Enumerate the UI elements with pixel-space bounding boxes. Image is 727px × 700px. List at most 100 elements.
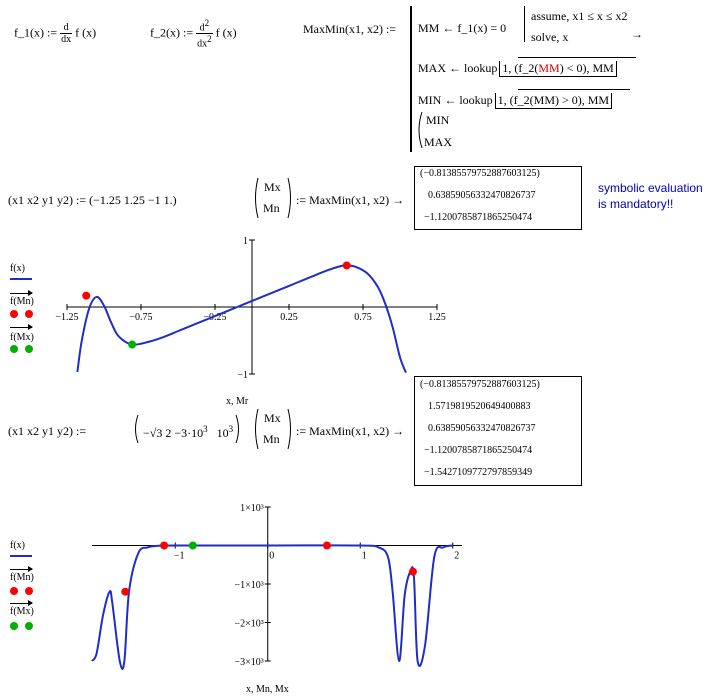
eval2-lhs-a: (x1 x2 y1 y2) := [8, 424, 87, 438]
f1-d-num: d [60, 22, 73, 34]
chart2-x-tick-label: −1 [174, 551, 185, 562]
chart2-y-tick-label: −3×10³ [234, 657, 263, 668]
chart1-x-tick-label: −1.25 [55, 312, 78, 323]
chart2-min-point [188, 541, 197, 550]
eval2-lhs-b: −√3 2 −3·103 103 [143, 424, 233, 441]
eval2-lhs-c: 10 [216, 426, 229, 440]
line2-a: MAX ← lookup [418, 61, 498, 75]
legend1-fmx-arrow [10, 324, 33, 330]
chart1-x-tick-label: −0.25 [203, 312, 226, 323]
chart2-y-tick-label: 1×10³ [240, 503, 264, 514]
eval1-value-1: (−0.81385579752887603125) [420, 168, 540, 179]
chart2-max-point [121, 587, 130, 596]
eval2-mn: Mn [263, 432, 280, 446]
symbolic-arrow: → [631, 27, 643, 41]
chart1-max-point [342, 261, 351, 270]
legend1-fmx: f(Mx) [10, 332, 34, 343]
vector-arrow-1 [518, 57, 636, 58]
line3-a: MIN ← lookup [418, 93, 493, 107]
legend2-fx: f(x) [10, 540, 25, 551]
eval2-lhs: (x1 x2 y1 y2) := [8, 424, 86, 439]
eval2-lhs-b-text: −√3 2 −3·10 [143, 426, 204, 440]
legend2-fx-line [10, 555, 32, 557]
f1-rhs: f (x) [75, 25, 97, 40]
eval2-value-4: −1.1200785871865250474 [424, 445, 533, 456]
legend1-fmn-dot-2 [25, 310, 33, 318]
f2-lhs: f_2(x) := [150, 25, 194, 40]
eval1-mxmn-parens [255, 177, 291, 219]
chart1-min-point [128, 340, 137, 349]
program-line-1: MM ← f_1(x) = 0 [418, 21, 506, 36]
note-line-1: symbolic evaluation [598, 181, 703, 195]
chart1-x-tick-label: 0.75 [354, 312, 372, 323]
eval1-value-3: −1.1200785871865250474 [424, 212, 533, 223]
eval2-mx: Mx [264, 411, 281, 425]
chart1-y-tick-label: −1 [237, 370, 248, 381]
chart2-max-point [322, 541, 331, 550]
chart2-max-point [408, 567, 417, 576]
program-line-1-bar [524, 6, 525, 42]
eval1-rhs: := MaxMin(x1, x2) → [296, 193, 405, 207]
chart1-x-tick-label: 0.25 [280, 312, 298, 323]
program-line-3: MIN ← lookup 1, (f_2(MM) > 0), MM [418, 93, 613, 109]
legend1-fmn: f(Mn) [10, 296, 34, 307]
lookup-args-1: 1, (f_2(MM) < 0), MM [499, 61, 617, 77]
solve-text: solve, x [531, 30, 569, 44]
f2-d-num-exp: 2 [204, 18, 210, 28]
chart2-x-tick-label: 2 [454, 551, 459, 562]
line1-text: MM ← f_1(x) = 0 [418, 21, 507, 35]
chart1-series-f(x) [76, 264, 407, 374]
legend2-fmn-dot-1 [10, 587, 18, 595]
eval2-lhs-exp: 3 [203, 424, 208, 434]
legend1-fx-line [10, 278, 32, 280]
chart2-series-f(x) [91, 544, 453, 670]
line3-b: 1, (f_2(MM) > 0), MM [497, 93, 610, 107]
eval2-value-2: 1.5719819520649400883 [428, 401, 531, 412]
chart1-max-point [82, 291, 91, 300]
eval2-value-5: −1.5427109772797859349 [424, 467, 533, 478]
eval2-result-bracket [414, 376, 582, 486]
chart1-x-tick-label: 1.25 [428, 312, 446, 323]
eval1-result-bracket [414, 166, 582, 230]
legend1-fmx-dot-2 [25, 345, 33, 353]
eval2-value-1: (−0.81385579752887603125) [420, 379, 540, 390]
eval1-mx: Mx [264, 180, 281, 194]
eval2-mxmn-parens [255, 408, 291, 450]
chart2-y-tick-label: −1×10³ [234, 580, 263, 591]
f2-d-num: d [199, 22, 205, 34]
chart2-y-tick-label: −2×10³ [234, 619, 263, 630]
f2-rhs: f (x) [215, 25, 237, 40]
eval1-mn: Mn [263, 201, 280, 215]
f2-d-den: dx [197, 38, 208, 50]
legend1-fx: f(x) [10, 263, 25, 274]
f1-d-den: dx [61, 34, 72, 45]
eval2-rhs: := MaxMin(x1, x2) → [296, 424, 405, 438]
maxmin-lhs: MaxMin(x1, x2) := [303, 22, 397, 36]
legend2-fmx-arrow [10, 600, 33, 606]
legend2-fmn: f(Mn) [10, 572, 34, 583]
legend2-fmx-dot-2 [25, 622, 33, 630]
eval1-mxmn [253, 176, 293, 224]
chart2-x-tick-label: 0 [269, 551, 274, 562]
line2-mm-highlight: MM [538, 61, 560, 75]
eval2-value-3: 0.63859056332470826737 [428, 423, 536, 434]
eval1-value-2: 0.63859056332470826737 [428, 190, 536, 201]
legend2-fmx-dot-1 [10, 622, 18, 630]
assume-text: assume, x1 ≤ x ≤ x2 [531, 9, 628, 23]
legend1-fmx-dot-1 [10, 345, 18, 353]
lookup-args-2: 1, (f_2(MM) > 0), MM [494, 93, 613, 109]
note-line-2: is mandatory!! [598, 197, 674, 211]
chart2-x-tick-label: 1 [362, 551, 367, 562]
vec-min: MIN [426, 113, 450, 127]
legend1-fmn-arrow [10, 290, 33, 296]
eval2-lhs-parens [135, 414, 239, 444]
legend2-fmx: f(Mx) [10, 606, 34, 617]
chart2-xlabel: x, Mn, Mx [246, 684, 289, 695]
chart1-x-tick-label: −0.75 [129, 312, 152, 323]
program-bar [410, 6, 412, 152]
